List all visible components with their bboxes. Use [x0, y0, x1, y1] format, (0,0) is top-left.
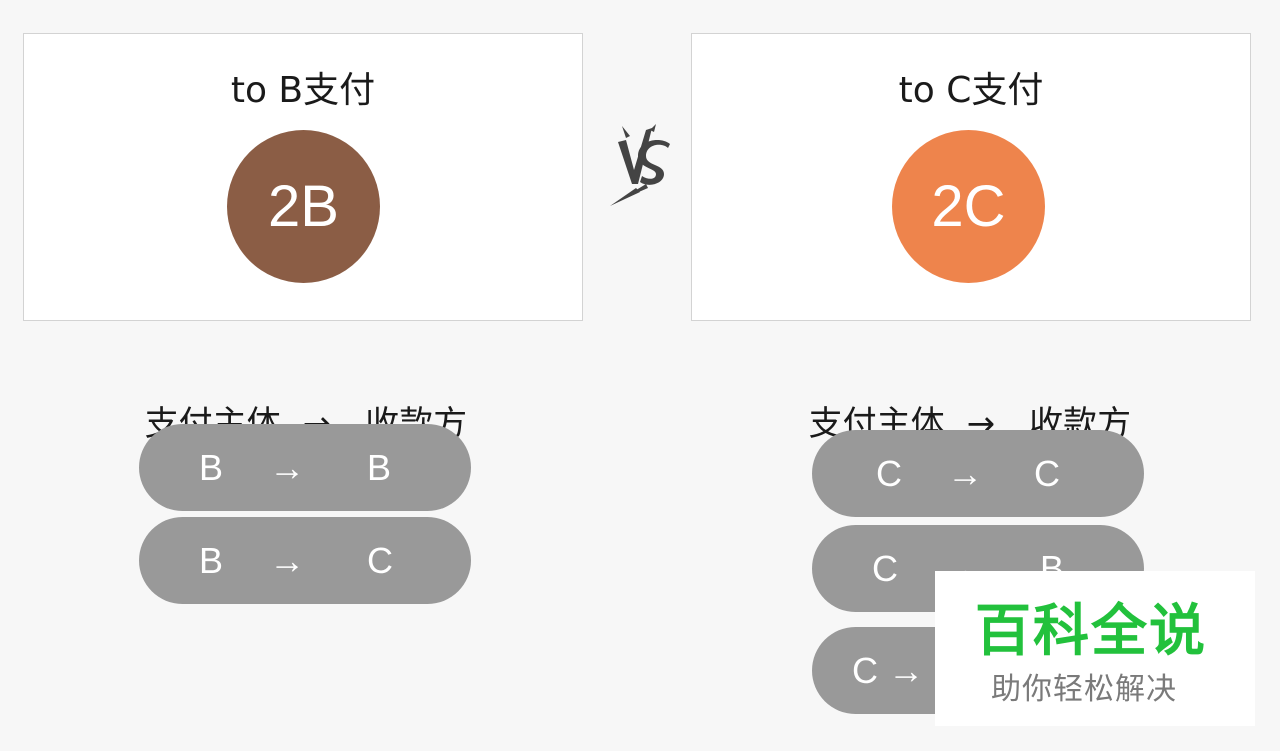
pill-from: B — [199, 539, 224, 581]
arrow-icon: → — [269, 446, 305, 488]
pill-from: B — [199, 446, 224, 488]
watermark-title: 百科全说 — [975, 599, 1207, 664]
flow-pill-b-to-b: B → B — [139, 424, 471, 511]
vs-icon: VS — [606, 122, 670, 206]
pill-from: C — [872, 547, 898, 589]
to-b-badge: 2B — [227, 130, 380, 283]
watermark-logo: 百科全说 助你轻松解决 — [935, 571, 1255, 726]
to-c-title: to C支付 — [898, 70, 1044, 111]
pill-to: C — [367, 539, 393, 581]
flow-pill-b-to-c: B → C — [139, 517, 471, 604]
to-c-badge: 2C — [892, 130, 1045, 283]
watermark-subtitle: 助你轻松解决 — [991, 672, 1177, 707]
to-c-card: to C支付 2C — [691, 33, 1251, 321]
arrow-icon: → — [269, 539, 305, 581]
flow-pill-c-to-c: C → C — [812, 430, 1144, 517]
pill-from: C — [876, 452, 902, 494]
pill-to: C — [1034, 452, 1060, 494]
pill-from: C — [852, 649, 878, 691]
arrow-icon: → — [888, 649, 924, 691]
to-b-card: to B支付 2B — [23, 33, 583, 321]
pill-to: B — [367, 446, 392, 488]
arrow-icon: → — [947, 452, 983, 494]
svg-text:VS: VS — [606, 122, 627, 126]
to-b-title: to B支付 — [230, 70, 376, 111]
